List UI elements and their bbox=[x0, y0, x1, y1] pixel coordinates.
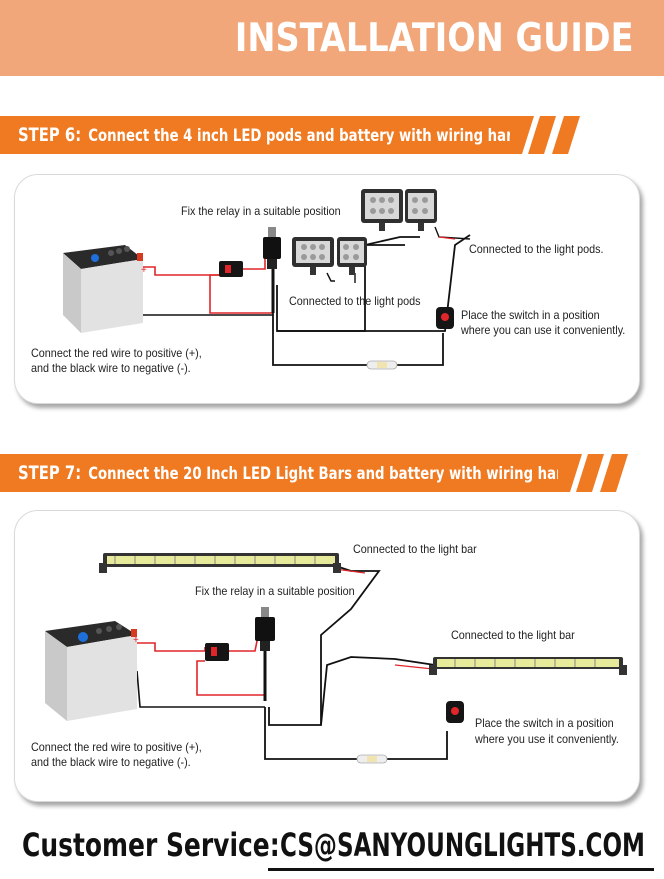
note-relay: Fix the relay in a suitable position bbox=[181, 204, 341, 218]
note-battery-line1: Connect the red wire to positive (+), bbox=[31, 740, 202, 754]
black-wire bbox=[136, 292, 273, 316]
step-6-title: Connect the 4 inch LED pods and battery … bbox=[88, 126, 547, 146]
note-switch-line2: where you can use it conveniently. bbox=[461, 323, 626, 337]
note-light-pods-center: Connected to the light pods bbox=[289, 294, 421, 308]
connector-icon bbox=[366, 360, 398, 370]
black-wire bbox=[326, 272, 335, 282]
step-7-label: STEP 7: bbox=[18, 462, 82, 484]
connector-icon bbox=[356, 754, 388, 764]
rocker-switch-icon bbox=[446, 701, 464, 723]
step-6-diagram: + bbox=[14, 174, 640, 404]
led-pod-icon bbox=[405, 189, 437, 231]
header-bar: INSTALLATION GUIDE bbox=[0, 0, 664, 76]
battery-icon: + bbox=[45, 621, 139, 721]
note-switch-line1: Place the switch in a position bbox=[461, 308, 600, 322]
black-wire bbox=[268, 566, 381, 726]
relay-icon bbox=[263, 227, 281, 269]
led-pod-icon bbox=[361, 189, 403, 231]
step-7-diagram: + Connected to the light bar Fix the rel… bbox=[14, 510, 640, 802]
step-6-wiring-svg: + bbox=[63, 189, 471, 370]
black-wire bbox=[136, 670, 265, 708]
svg-text:+: + bbox=[141, 265, 147, 276]
rocker-switch-icon bbox=[436, 307, 454, 329]
red-wire bbox=[438, 236, 456, 240]
red-wire bbox=[243, 241, 266, 270]
step-7-title: Connect the 20 Inch LED Light Bars and b… bbox=[88, 464, 597, 484]
note-switch-line2: where you use it conveniently. bbox=[475, 732, 619, 746]
black-wire bbox=[277, 234, 471, 332]
step-7-wiring-svg: + bbox=[45, 553, 627, 764]
page-title: INSTALLATION GUIDE bbox=[235, 16, 634, 61]
step-6-stripes-icon bbox=[510, 116, 580, 154]
red-wire bbox=[394, 664, 434, 670]
note-battery-line2: and the black wire to negative (-). bbox=[31, 361, 191, 375]
step-7-banner: STEP 7: Connect the 20 Inch LED Light Ba… bbox=[0, 454, 597, 492]
step-6-label: STEP 6: bbox=[18, 124, 82, 146]
black-wire bbox=[320, 656, 436, 726]
note-battery-line2: and the black wire to negative (-). bbox=[31, 755, 191, 769]
relay-icon bbox=[255, 607, 275, 651]
red-wire bbox=[196, 660, 265, 696]
customer-service-footer: Customer Service: CS@SANYOUNGLIGHTS.COM bbox=[22, 820, 654, 871]
fuse-holder-icon bbox=[219, 261, 243, 277]
black-wire bbox=[395, 333, 444, 366]
fuse-holder-icon bbox=[205, 643, 229, 661]
step-6-banner: STEP 6: Connect the 4 inch LED pods and … bbox=[0, 116, 547, 154]
battery-icon: + bbox=[63, 245, 147, 333]
svg-text:+: + bbox=[133, 635, 139, 646]
email-underline bbox=[268, 868, 654, 871]
black-wire bbox=[364, 236, 420, 246]
note-light-bar-right: Connected to the light bar bbox=[451, 628, 575, 642]
red-wire bbox=[209, 274, 273, 314]
light-bar-icon bbox=[99, 553, 341, 573]
light-bar-icon bbox=[429, 657, 627, 675]
black-wire bbox=[272, 313, 370, 366]
led-pod-icon bbox=[337, 237, 367, 275]
step-7-stripes-icon bbox=[558, 454, 628, 492]
led-pod-icon bbox=[292, 237, 334, 275]
customer-service-email[interactable]: CS@SANYOUNGLIGHTS.COM bbox=[280, 826, 645, 864]
customer-service-label: Customer Service: bbox=[22, 826, 280, 864]
note-switch-line1: Place the switch in a position bbox=[475, 716, 614, 730]
black-wire bbox=[264, 707, 359, 760]
note-relay: Fix the relay in a suitable position bbox=[195, 584, 355, 598]
note-light-bar-top: Connected to the light bar bbox=[353, 542, 477, 556]
note-light-pods-right: Connected to the light pods. bbox=[469, 242, 604, 256]
black-wire bbox=[383, 731, 448, 760]
note-battery-line1: Connect the red wire to positive (+), bbox=[31, 346, 202, 360]
red-wire bbox=[133, 642, 206, 652]
